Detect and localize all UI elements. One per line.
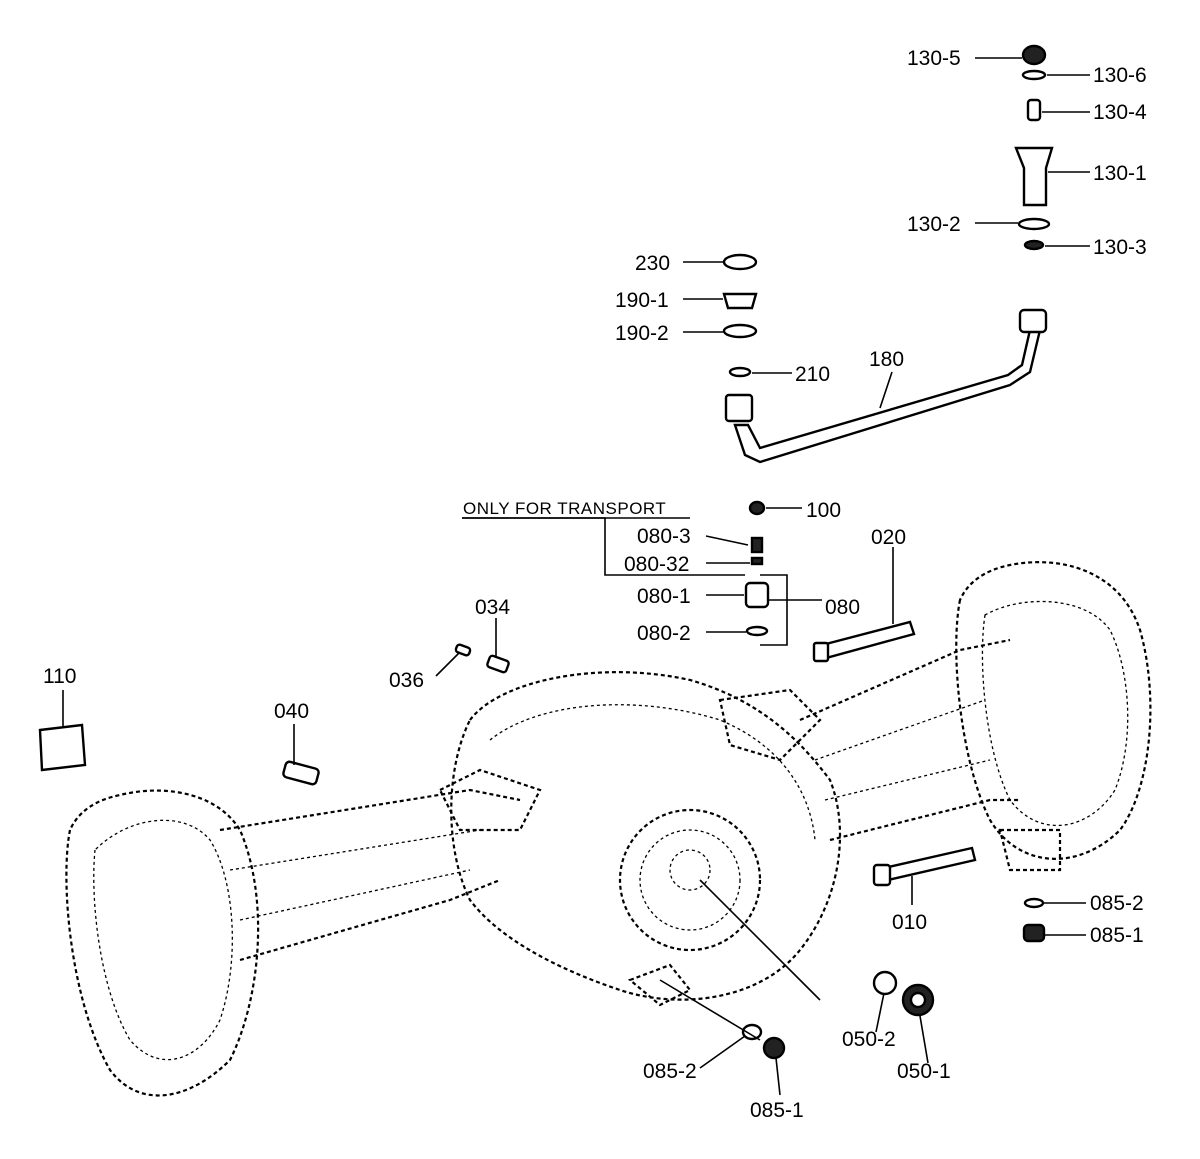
label-190-1: 190-1 bbox=[615, 289, 669, 312]
label-080-32: 080-32 bbox=[624, 553, 689, 576]
label-210: 210 bbox=[795, 363, 830, 386]
label-130-2: 130-2 bbox=[907, 213, 961, 236]
label-080-1: 080-1 bbox=[637, 585, 691, 608]
bolt-010 bbox=[872, 846, 977, 887]
plate-110 bbox=[38, 723, 87, 772]
label-080: 080 bbox=[825, 596, 860, 619]
note-only-for-transport: ONLY FOR TRANSPORT bbox=[463, 499, 666, 518]
label-010: 010 bbox=[892, 911, 927, 934]
label-130-5: 130-5 bbox=[907, 47, 961, 70]
axle-housing-drawing bbox=[65, 561, 1152, 1097]
drain-plug-050 bbox=[872, 970, 935, 1017]
part-labels: 130-5 130-6 130-4 130-1 130-2 130-3 230 … bbox=[43, 47, 1147, 1122]
drain-plug-085-right bbox=[1022, 897, 1046, 943]
label-080-3: 080-3 bbox=[637, 525, 691, 548]
drain-plug-085-bottom bbox=[741, 1023, 786, 1060]
label-085-1-bottom: 085-1 bbox=[750, 1099, 804, 1122]
label-110: 110 bbox=[43, 665, 76, 688]
label-130-3: 130-3 bbox=[1093, 236, 1147, 259]
label-050-1: 050-1 bbox=[897, 1060, 951, 1083]
label-190-2: 190-2 bbox=[615, 322, 669, 345]
label-100: 100 bbox=[806, 499, 841, 522]
pin-034 bbox=[486, 654, 510, 674]
label-080-2: 080-2 bbox=[637, 622, 691, 645]
label-230: 230 bbox=[635, 252, 670, 275]
label-085-1-right: 085-1 bbox=[1090, 924, 1144, 947]
label-040: 040 bbox=[274, 700, 309, 723]
breather-assembly-130 bbox=[1014, 44, 1054, 251]
label-085-2-bottom: 085-2 bbox=[643, 1060, 697, 1083]
label-050-2: 050-2 bbox=[842, 1028, 896, 1051]
label-130-4: 130-4 bbox=[1093, 101, 1147, 124]
label-036: 036 bbox=[389, 669, 424, 692]
label-130-1: 130-1 bbox=[1093, 162, 1147, 185]
label-085-2-right: 085-2 bbox=[1090, 892, 1144, 915]
label-020: 020 bbox=[871, 526, 906, 549]
bolt-040 bbox=[282, 760, 320, 786]
label-034: 034 bbox=[475, 596, 510, 619]
label-130-6: 130-6 bbox=[1093, 64, 1147, 87]
pipe-assembly-180 bbox=[722, 253, 1048, 464]
label-180: 180 bbox=[869, 348, 904, 371]
plug-assembly-080 bbox=[744, 500, 770, 637]
leader-lines bbox=[62, 57, 1090, 1096]
bolt-020 bbox=[812, 620, 916, 663]
